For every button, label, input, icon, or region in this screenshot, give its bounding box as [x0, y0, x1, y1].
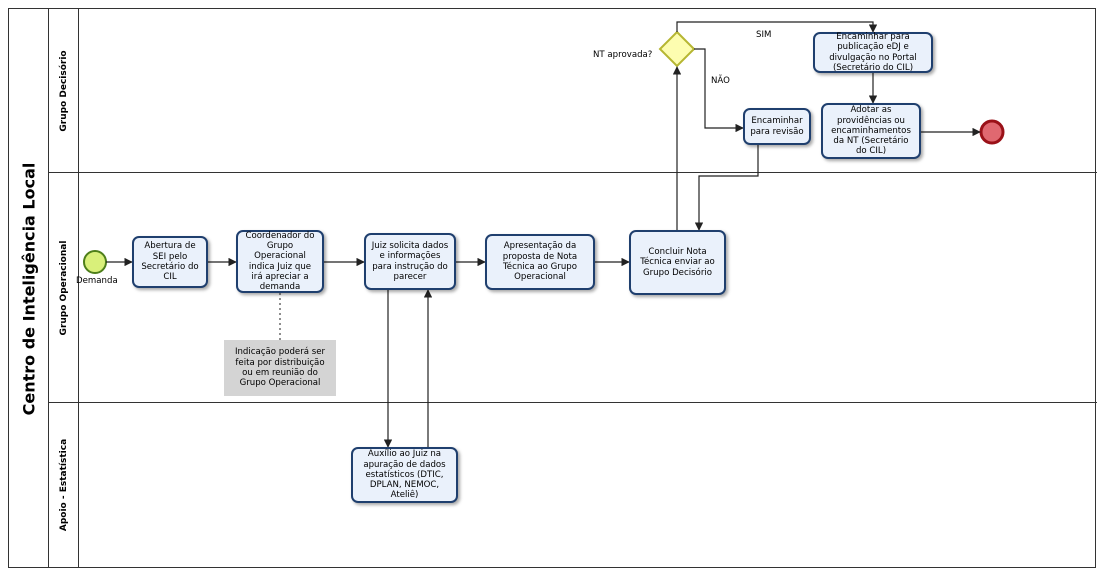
task-apresentacao-proposta[interactable]: Apresentação da proposta de Nota Técnica…: [485, 234, 595, 290]
gateway-diamond[interactable]: [658, 30, 696, 68]
start-event[interactable]: [83, 250, 107, 274]
task-auxilio-juiz[interactable]: Auxílio ao Juiz na apuração de dados est…: [351, 447, 458, 503]
lane-grupo-decisorio: Grupo Decisório: [49, 9, 1097, 173]
lane-header-estatistica: Apoio - Estatística: [49, 403, 79, 567]
gateway-no-label: NÃO: [711, 76, 730, 86]
task-juiz-solicita-dados[interactable]: Juiz solicita dados e informações para i…: [364, 233, 456, 290]
annotation-text: Indicação poderá ser feita por distribui…: [224, 340, 336, 396]
lane-header-operacional: Grupo Operacional: [49, 173, 79, 402]
task-concluir-nota-tecnica[interactable]: Concluir Nota Técnica enviar ao Grupo De…: [629, 230, 726, 295]
gateway-yes-label: SIM: [756, 30, 772, 40]
gateway-question-label: NT aprovada?: [593, 50, 653, 60]
end-event[interactable]: [979, 119, 1005, 145]
flow-gateway-no: [694, 48, 744, 133]
task-abertura-sei[interactable]: Abertura de SEI pelo Secretário do CIL: [132, 236, 208, 288]
flow-gateway-yes: [676, 21, 878, 33]
bpmn-pool: Centro de Inteligência Local Grupo Decis…: [8, 8, 1097, 568]
flow-revisao-to-concluir: [694, 145, 759, 231]
lane-header-decisorio: Grupo Decisório: [49, 9, 79, 172]
task-encaminhar-publicacao[interactable]: Encaminhar para publicação eDJ e divulga…: [813, 32, 933, 73]
start-event-label: Demanda: [76, 276, 118, 286]
lane-apoio-estatistica: Apoio - Estatística: [49, 403, 1097, 567]
pool-header: Centro de Inteligência Local: [9, 9, 49, 567]
task-encaminhar-revisao[interactable]: Encaminhar para revisão: [743, 108, 811, 145]
task-coordenador-indica-juiz[interactable]: Coordenador do Grupo Operacional indica …: [236, 230, 324, 293]
lane-grupo-operacional: Grupo Operacional: [49, 173, 1097, 403]
task-adotar-providencias[interactable]: Adotar as providências ou encaminhamento…: [821, 103, 921, 159]
